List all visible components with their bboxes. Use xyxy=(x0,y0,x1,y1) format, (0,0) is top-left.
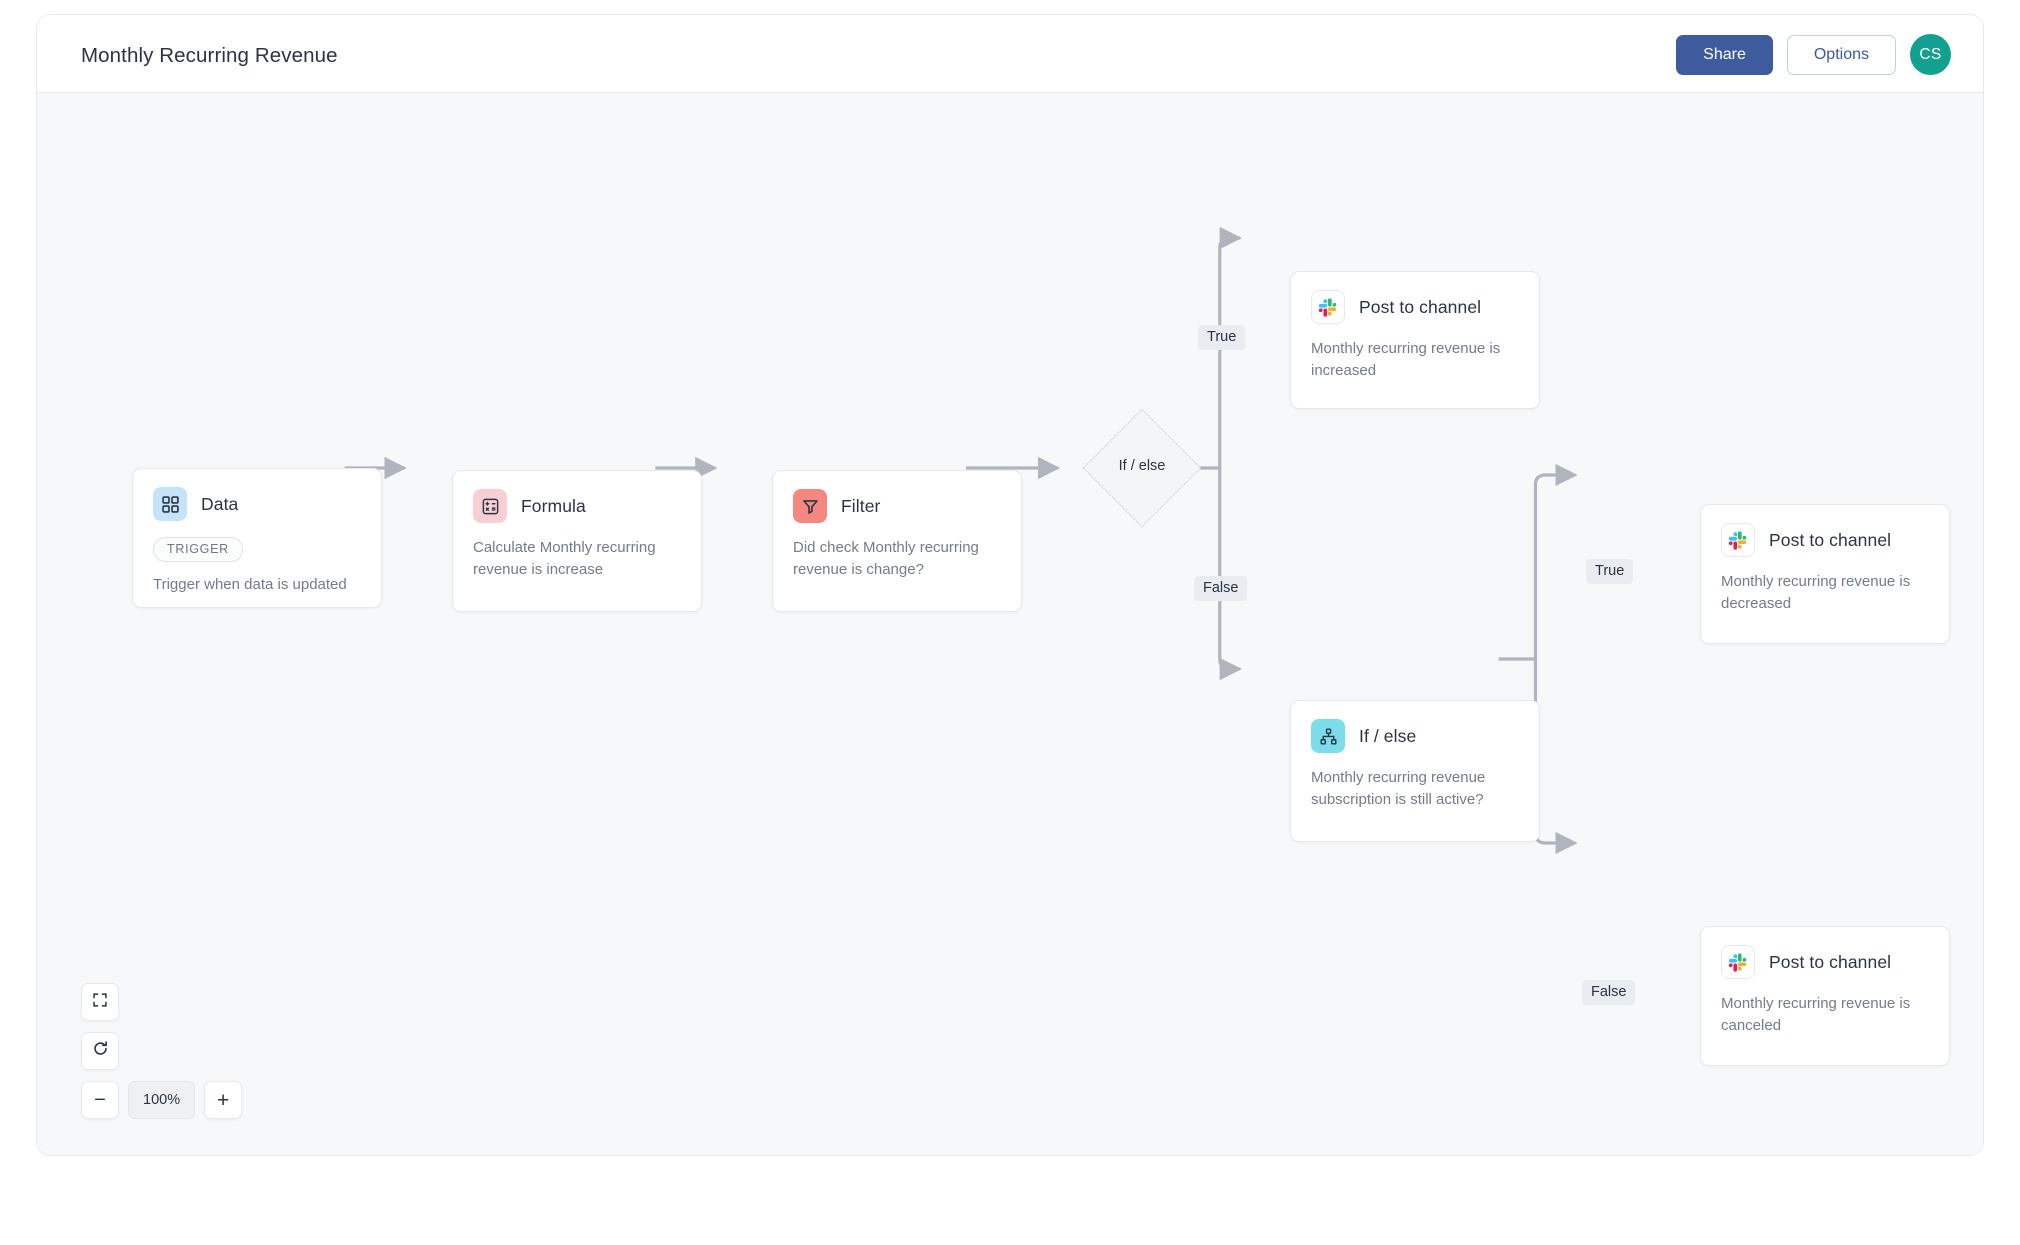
node-slack-decreased-desc: Monthly recurring revenue is decreased xyxy=(1721,573,1911,612)
node-slack-increased-title: Post to channel xyxy=(1359,296,1482,317)
node-slack-decreased-header: Post to channel xyxy=(1721,523,1929,557)
node-slack-decreased-title: Post to channel xyxy=(1769,529,1892,550)
zoom-out-button[interactable]: − xyxy=(81,1081,119,1119)
node-ifelse-2-desc: Monthly recurring revenue subscription i… xyxy=(1311,769,1486,808)
node-slack-canceled-header: Post to channel xyxy=(1721,945,1929,979)
node-filter-header: Filter xyxy=(793,489,1001,523)
grid-squares-icon xyxy=(153,487,187,521)
node-slack-increased[interactable]: Post to channel Monthly recurring revenu… xyxy=(1290,271,1540,409)
node-data-title: Data xyxy=(201,493,239,514)
funnel-icon xyxy=(793,489,827,523)
edge-label-false-2: False xyxy=(1582,980,1636,1005)
edge-label-false-1: False xyxy=(1194,576,1248,601)
node-formula-desc: Calculate Monthly recurring revenue is i… xyxy=(473,539,656,578)
node-slack-increased-desc: Monthly recurring revenue is increased xyxy=(1311,340,1501,379)
node-ifelse-2-title: If / else xyxy=(1359,725,1417,746)
node-slack-increased-header: Post to channel xyxy=(1311,290,1519,324)
node-ifelse-2[interactable]: If / else Monthly recurring revenue subs… xyxy=(1290,700,1540,842)
refresh-icon xyxy=(92,1040,109,1062)
header-bar: Monthly Recurring Revenue Share Options … xyxy=(37,15,1983,93)
node-ifelse-2-header: If / else xyxy=(1311,719,1519,753)
zoom-row: − 100% + xyxy=(81,1081,243,1119)
options-button[interactable]: Options xyxy=(1786,34,1896,75)
decision-diamond-label: If / else xyxy=(1118,458,1166,474)
share-button[interactable]: Share xyxy=(1676,34,1773,75)
node-slack-decreased[interactable]: Post to channel Monthly recurring revenu… xyxy=(1700,504,1950,644)
header-actions: Share Options CS xyxy=(1676,34,1951,75)
edge-label-true-2: True xyxy=(1586,559,1634,584)
trigger-badge: TRIGGER xyxy=(153,537,243,562)
fullscreen-icon xyxy=(92,992,108,1013)
zoom-in-button[interactable]: + xyxy=(204,1081,243,1119)
node-data[interactable]: Data TRIGGER Trigger when data is update… xyxy=(132,468,382,608)
workflow-canvas[interactable]: True False True False Data TRIGGER Trigg… xyxy=(37,93,1983,1155)
page-title: Monthly Recurring Revenue xyxy=(81,44,338,67)
node-filter-desc: Did check Monthly recurring revenue is c… xyxy=(793,539,979,578)
app-frame: Monthly Recurring Revenue Share Options … xyxy=(36,14,1984,1156)
zoom-level[interactable]: 100% xyxy=(128,1081,196,1119)
edge-label-true-1: True xyxy=(1198,325,1246,350)
slack-icon xyxy=(1721,523,1755,557)
reset-view-button[interactable] xyxy=(81,1032,119,1070)
node-slack-canceled[interactable]: Post to channel Monthly recurring revenu… xyxy=(1700,926,1950,1066)
node-slack-canceled-title: Post to channel xyxy=(1769,951,1892,972)
zoom-controls: − 100% + xyxy=(81,983,243,1119)
node-data-header: Data xyxy=(153,487,361,521)
edge-layer xyxy=(344,226,1578,855)
plus-icon: + xyxy=(216,1088,230,1112)
calculator-icon xyxy=(473,489,507,523)
node-formula[interactable]: Formula Calculate Monthly recurring reve… xyxy=(452,470,702,612)
node-data-desc: Trigger when data is updated xyxy=(153,576,347,593)
minus-icon: − xyxy=(94,1089,106,1111)
node-filter[interactable]: Filter Did check Monthly recurring reven… xyxy=(772,470,1022,612)
slack-icon xyxy=(1311,290,1345,324)
sitemap-icon xyxy=(1311,719,1345,753)
node-filter-title: Filter xyxy=(841,495,881,516)
node-formula-header: Formula xyxy=(473,489,681,523)
avatar[interactable]: CS xyxy=(1910,34,1951,75)
fullscreen-button[interactable] xyxy=(81,983,119,1021)
node-formula-title: Formula xyxy=(521,495,586,516)
slack-icon xyxy=(1721,945,1755,979)
node-slack-canceled-desc: Monthly recurring revenue is canceled xyxy=(1721,995,1911,1034)
